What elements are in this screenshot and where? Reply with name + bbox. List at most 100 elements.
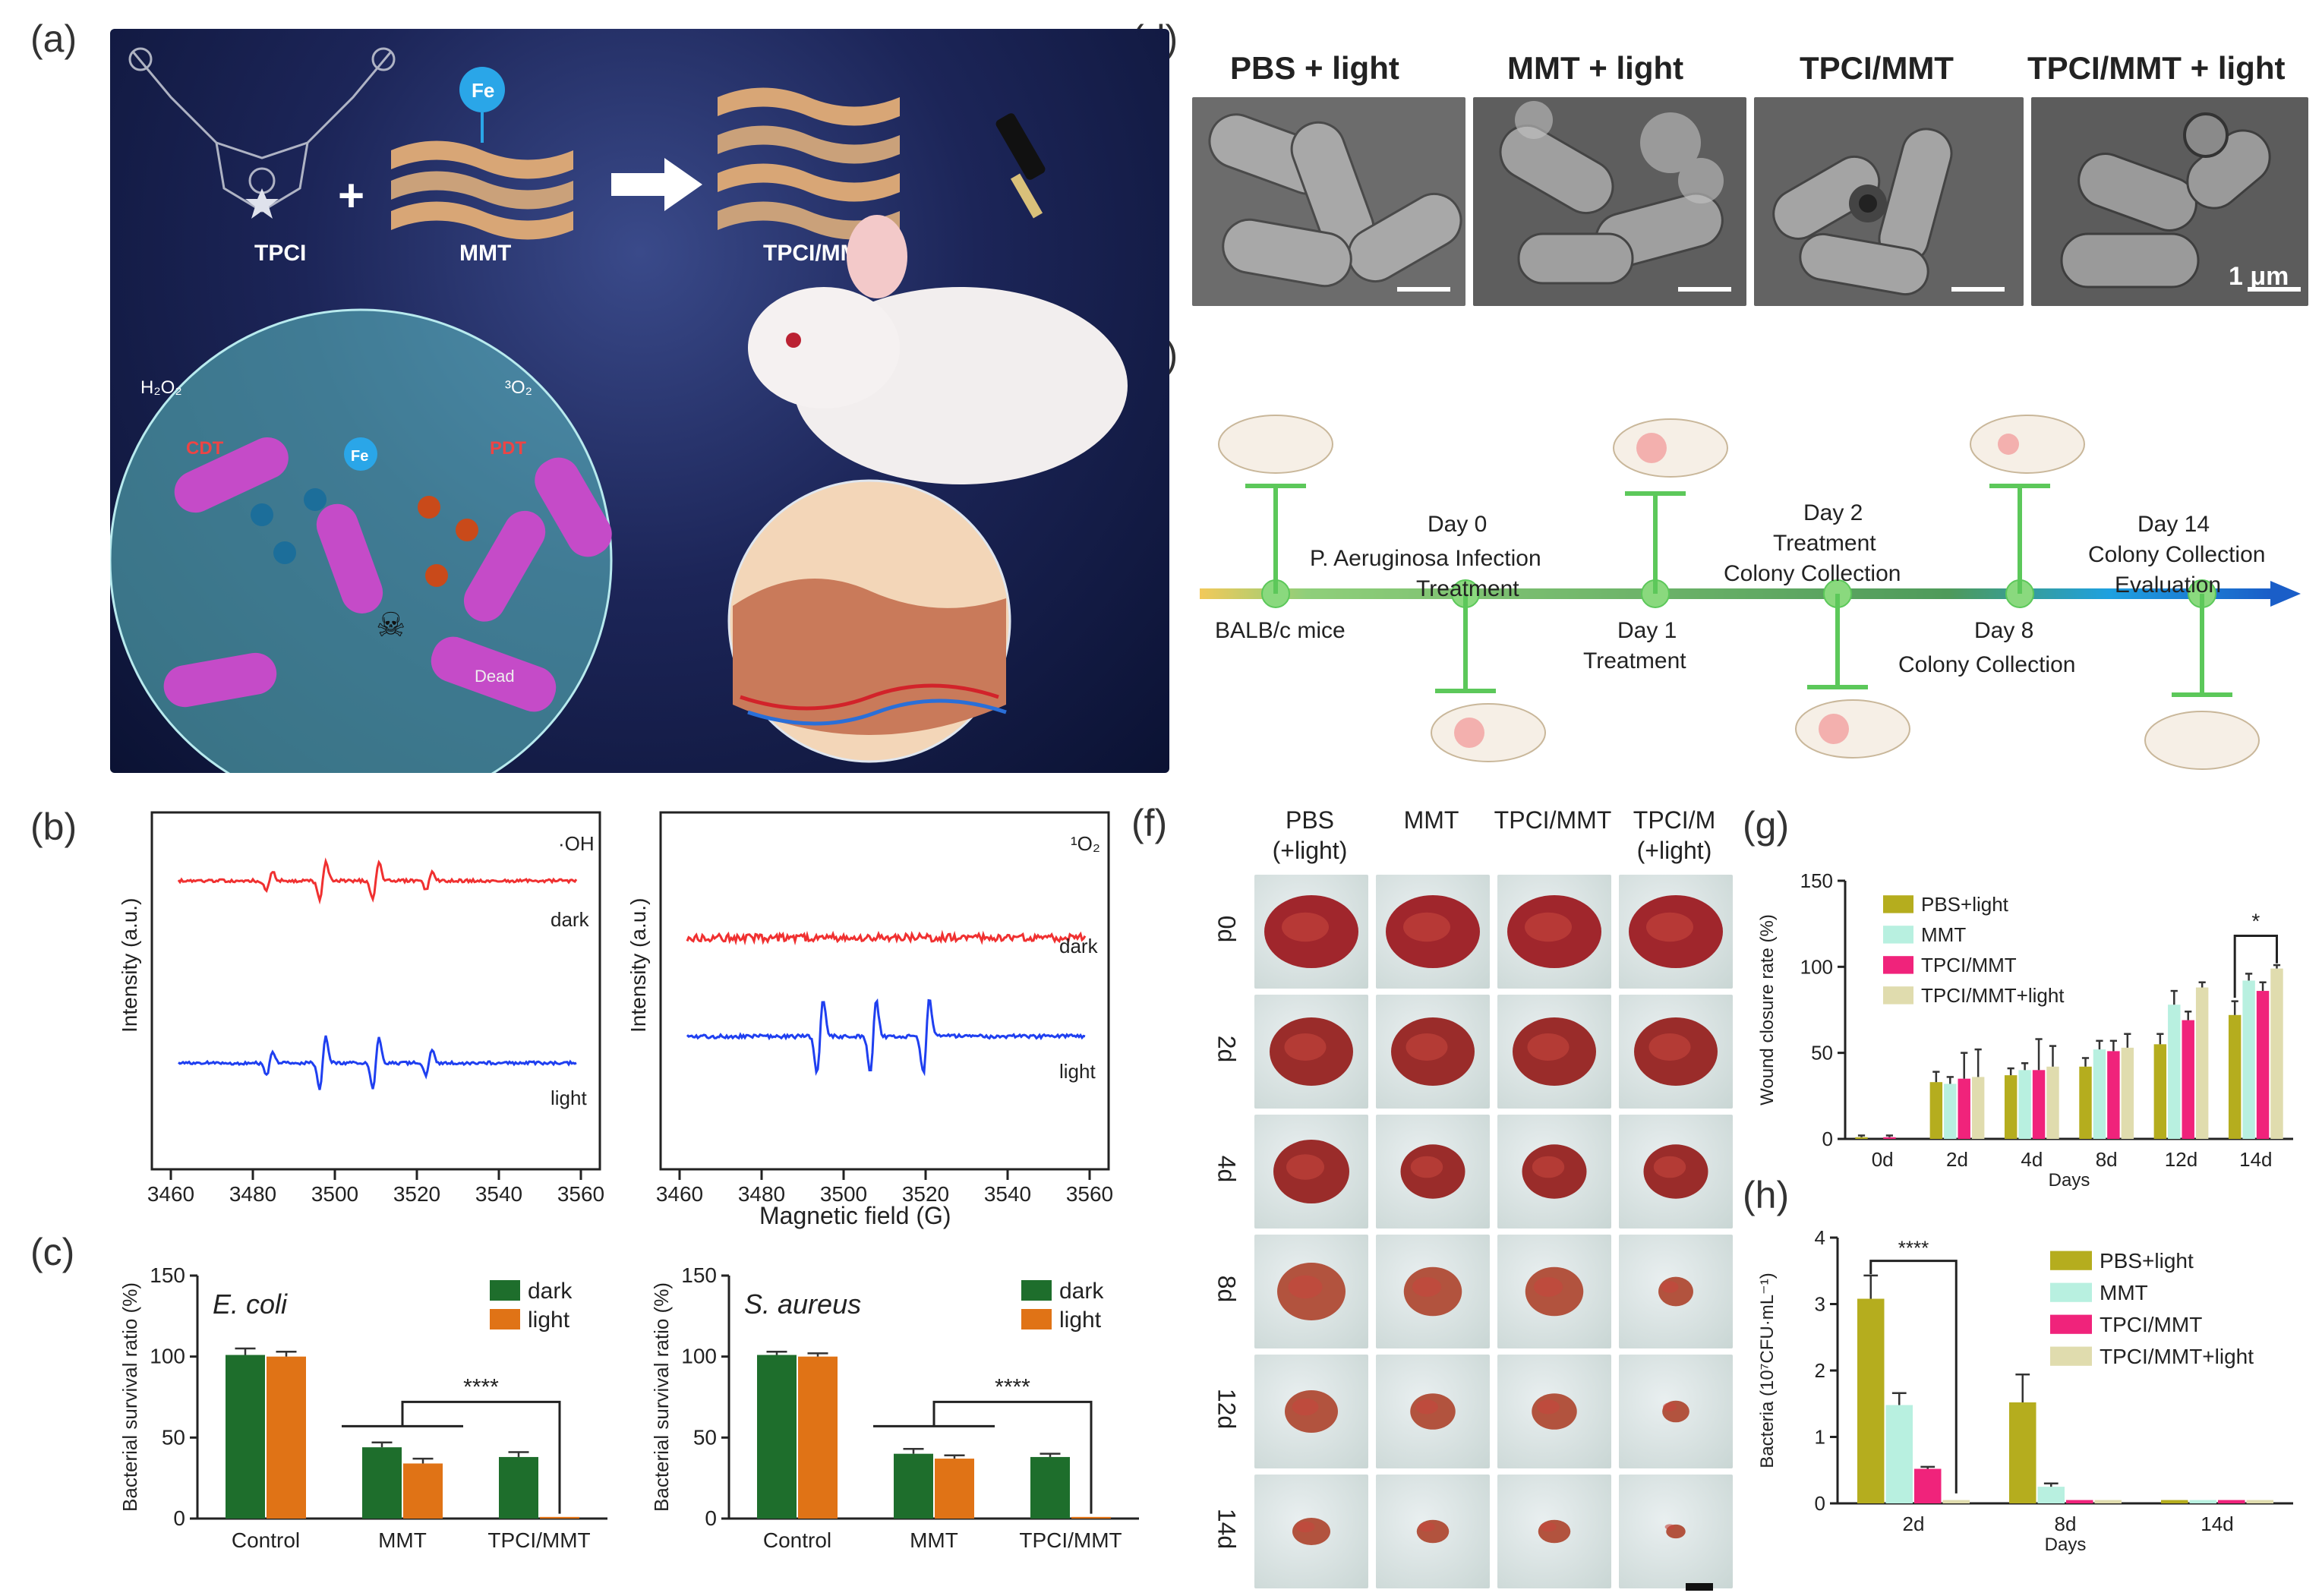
wound-column-header: TPCI/MMT [1488, 805, 1617, 835]
x-tick-label: 14d [2201, 1512, 2233, 1535]
organism-label: E. coli [213, 1288, 288, 1320]
wound-photo [1253, 873, 1370, 990]
x-tick-label: Control [763, 1528, 831, 1552]
bar [1030, 1457, 1070, 1519]
sem-header-1: PBS + light [1230, 50, 1399, 87]
legend-swatch [490, 1309, 520, 1329]
legend-label: TPCI/MMT [2100, 1313, 2202, 1336]
bar [1886, 1405, 1913, 1504]
bar [2093, 1049, 2106, 1139]
y-tick-label: 150 [150, 1263, 185, 1287]
bacteria-count-chart: 012342d8d14dBacteria (10⁷CFU·mL⁻¹)DaysPB… [1746, 1215, 2308, 1587]
epr-right-dark-label: dark [1059, 935, 1099, 957]
o2-label: ³O₂ [505, 377, 532, 398]
y-tick-label: 1 [1815, 1426, 1825, 1449]
bar [2107, 1051, 2119, 1139]
x-tick-label: TPCI/MMT [487, 1528, 590, 1552]
legend-label: light [1059, 1307, 1102, 1333]
bar [798, 1357, 838, 1519]
y-tick-label: 50 [693, 1425, 717, 1449]
legend-label: TPCI/MMT+light [2100, 1345, 2254, 1368]
wound-photo [1374, 873, 1491, 990]
significance-bracket [2235, 936, 2276, 998]
legend-label: TPCI/MMT+light [1921, 984, 2065, 1007]
x-tick-label: 4d [2021, 1148, 2043, 1171]
wound-photo [1617, 1113, 1734, 1230]
bar [362, 1447, 402, 1519]
bar [1943, 1500, 1970, 1503]
fe-label-2: Fe [351, 448, 368, 465]
bar [894, 1454, 933, 1519]
legend-swatch [1883, 895, 1913, 913]
x-axis-label: Days [2049, 1170, 2090, 1191]
bar [2009, 1402, 2036, 1503]
bar [403, 1463, 443, 1519]
legend-swatch [2050, 1347, 2092, 1366]
wound-row-label: 8d [1213, 1266, 1241, 1312]
bar [2242, 980, 2254, 1139]
epr-panel: ·OH dark light Intensity (a.u.) 34603480… [106, 805, 1166, 1230]
wound-photo [1617, 1233, 1734, 1350]
legend-swatch [1021, 1309, 1052, 1329]
epr-right-frame [661, 812, 1109, 1169]
wound-column-header: TPCI/M(+light) [1610, 805, 1739, 866]
bar [2033, 1070, 2045, 1139]
y-tick-label: 0 [173, 1506, 185, 1530]
timeline-day0-infection: P. Aeruginosa Infection [1310, 546, 1541, 571]
bar [2161, 1500, 2188, 1503]
legend-label: TPCI/MMT [1921, 954, 2017, 976]
bar [2122, 1048, 2134, 1139]
timeline-day2-collection: Colony Collection [1724, 561, 1901, 586]
skull-icon: ☠ [376, 607, 405, 644]
legend-label: dark [1059, 1279, 1104, 1304]
timeline-day1: Day 1 [1617, 618, 1677, 643]
dropper-icon [994, 112, 1046, 218]
x-tick-label: TPCI/MMT [1019, 1528, 1122, 1552]
x-tick-label: 0d [1872, 1148, 1894, 1171]
plus-sign: + [338, 170, 364, 221]
legend-label: PBS+light [2100, 1249, 2194, 1273]
bar [2095, 1500, 2122, 1503]
epr-right-ylabel: Intensity (a.u.) [626, 898, 650, 1033]
bar [1930, 1082, 1942, 1139]
significance-stars: **** [1898, 1237, 1929, 1260]
survival-charts: 050100150ControlMMTTPCI/MMTBacterial sur… [106, 1245, 1166, 1587]
pdt-label: PDT [490, 438, 526, 459]
organism-label: S. aureus [744, 1288, 861, 1320]
y-tick-label: 50 [1811, 1042, 1833, 1065]
x-tick-label: MMT [910, 1528, 958, 1552]
epr-right-xlabel: Magnetic field (G) [759, 1202, 951, 1229]
panel-label-b: (b) [30, 805, 77, 849]
bar [1857, 1299, 1885, 1504]
y-tick-label: 0 [1822, 1128, 1833, 1150]
timeline-day8-collection: Colony Collection [1898, 652, 2075, 677]
wound-photo [1617, 1353, 1734, 1470]
bar [1914, 1469, 1942, 1504]
x-tick-label: 8d [2096, 1148, 2118, 1171]
epr-xtick-label: 3560 [557, 1182, 604, 1206]
bar [2196, 988, 2208, 1139]
y-tick-label: 0 [1815, 1492, 1825, 1515]
sem-image-pbs-light [1192, 97, 1465, 306]
y-tick-label: 150 [1800, 869, 1833, 892]
y-tick-label: 50 [162, 1425, 185, 1449]
legend-swatch [1883, 926, 1913, 943]
wound-row-label: 4d [1213, 1147, 1241, 1192]
wound-photo [1496, 993, 1613, 1110]
bar [226, 1355, 265, 1519]
legend-swatch [2050, 1251, 2092, 1270]
arrow-right-icon [611, 158, 702, 211]
bar [1883, 1137, 1895, 1139]
wound-photo [1374, 1233, 1491, 1350]
epr-left-dark-label: dark [551, 908, 590, 931]
epr-left-dark-trace [178, 861, 576, 900]
timeline-day1-treatment: Treatment [1583, 648, 1686, 673]
bar [2168, 1005, 2180, 1139]
epr-right-o2-label: ¹O₂ [1071, 832, 1100, 855]
epr-left-frame [152, 812, 600, 1169]
timeline-day0: Day 0 [1428, 512, 1487, 537]
epr-xtick-label: 3540 [475, 1182, 522, 1206]
tpci-label: TPCI [254, 241, 306, 266]
bar [2005, 1075, 2017, 1139]
epr-left-light-trace [178, 1036, 576, 1090]
